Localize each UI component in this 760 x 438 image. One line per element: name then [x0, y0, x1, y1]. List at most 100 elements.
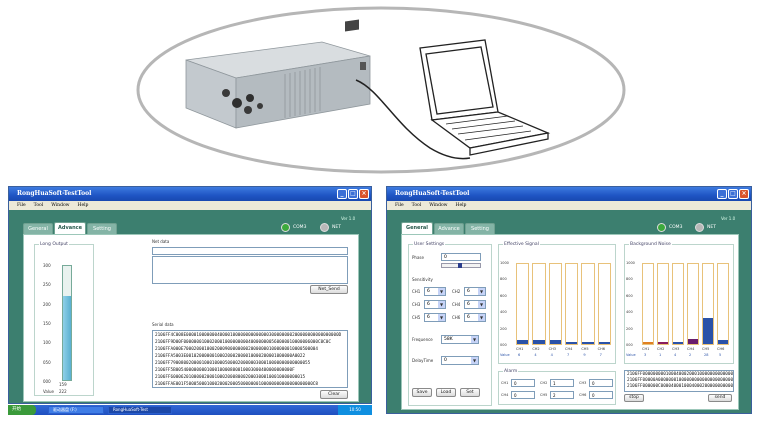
gauge-tick-label: 300: [43, 263, 51, 268]
sensitivity-channel-select[interactable]: 6▼: [424, 287, 446, 296]
net-data-label: Net data: [152, 239, 170, 244]
close-icon[interactable]: ×: [359, 189, 369, 199]
net-status-icon: [320, 223, 329, 232]
stop-button[interactable]: stop: [624, 394, 644, 402]
close-icon[interactable]: ×: [739, 189, 749, 199]
load-button[interactable]: Load: [436, 388, 456, 397]
sensitivity-channel-select[interactable]: 6▼: [424, 313, 446, 322]
delay-time-select[interactable]: 0▼: [441, 356, 479, 365]
sensitivity-channel-select[interactable]: 6▼: [424, 300, 446, 309]
sensitivity-channel-select[interactable]: 6▼: [464, 313, 486, 322]
set-button[interactable]: Set: [460, 388, 480, 397]
maximize-icon[interactable]: □: [728, 189, 738, 199]
chevron-down-icon: ▼: [438, 314, 445, 321]
bar-channel-label: CH4: [687, 347, 695, 351]
tab-general[interactable]: General: [401, 222, 433, 234]
alarm-channel-value: 0: [514, 393, 517, 398]
start-button[interactable]: 开始: [8, 405, 36, 415]
menu-help[interactable]: Help: [77, 203, 89, 208]
net-status-badge: NET: [695, 223, 716, 232]
sensitivity-label: Sensitivity: [412, 277, 433, 282]
alarm-channel-label: CH2: [540, 381, 548, 385]
bar-column-track: [642, 263, 654, 345]
alarm-channel-value: 0: [592, 393, 595, 398]
com-status-badge: COM3: [281, 223, 306, 232]
gauge-current-tick: 159: [59, 382, 67, 387]
minimize-icon[interactable]: _: [717, 189, 727, 199]
bar-channel-label: CH1: [516, 347, 524, 351]
menu-tool[interactable]: Tool: [33, 203, 44, 208]
net-status-badge: NET: [320, 223, 341, 232]
phase-slider[interactable]: [441, 263, 481, 268]
right-menubar: File Tool Window Help: [387, 201, 751, 210]
maximize-icon[interactable]: □: [348, 189, 358, 199]
tab-advance[interactable]: Advance: [54, 222, 86, 234]
noise-data-area[interactable]: 2106FF0000000001000400020001000000000000…: [624, 370, 734, 392]
phase-input[interactable]: 0: [441, 253, 481, 261]
taskbar-item-app[interactable]: RongHuaSoft-Test: [108, 406, 172, 414]
menu-help[interactable]: Help: [455, 203, 467, 208]
gauge-tick-label: 200: [43, 301, 51, 307]
bar-column-track: [548, 263, 562, 345]
bar-channel-label: CH2: [532, 347, 540, 351]
serial-data-line: 2106FF5B00540000000010001000080001000300…: [155, 368, 295, 373]
bar-axis-label: 000: [500, 343, 507, 347]
menu-file[interactable]: File: [395, 203, 404, 208]
alarm-channel-label: CH3: [579, 381, 587, 385]
sensitivity-channel-select[interactable]: 6▼: [464, 300, 486, 309]
alarm-channel-field[interactable]: 0: [589, 379, 613, 387]
send-button[interactable]: send: [708, 394, 732, 402]
user-settings-title: User Settings: [413, 242, 446, 247]
menu-window[interactable]: Window: [429, 203, 448, 208]
menu-tool[interactable]: Tool: [411, 203, 422, 208]
alarm-channel-field[interactable]: 1: [550, 379, 574, 387]
tab-general[interactable]: General: [23, 223, 53, 234]
bar-value-label: 2: [689, 353, 692, 357]
tab-setting[interactable]: Setting: [87, 223, 117, 234]
tab-advance[interactable]: Advance: [434, 223, 464, 234]
bar-value-fill: [673, 341, 683, 344]
minimize-icon[interactable]: _: [337, 189, 347, 199]
alarm-channel-field[interactable]: 0: [589, 391, 613, 399]
alarm-channel-field[interactable]: 0: [511, 391, 535, 399]
bar-axis-label: 600: [626, 293, 633, 298]
clear-button[interactable]: Clear: [320, 390, 348, 399]
frequency-select[interactable]: 58K▼: [441, 335, 479, 344]
bar-column-track: [687, 263, 699, 345]
bar-value-fill: [533, 340, 545, 344]
sensitivity-channel-select[interactable]: 6▼: [464, 287, 486, 296]
net-send-button[interactable]: Net_Send: [310, 285, 348, 294]
bar-column-track: [702, 263, 714, 345]
phase-label: Phase: [412, 255, 424, 260]
net-data-input[interactable]: [152, 247, 348, 255]
bar-value-label: 7: [599, 353, 602, 357]
gauge-tick-label: 000: [43, 379, 51, 384]
phase-slider-thumb[interactable]: [458, 263, 462, 268]
alarm-channel-field[interactable]: 0: [511, 379, 535, 387]
net-data-area[interactable]: [152, 256, 348, 284]
bar-column-track: [516, 263, 530, 345]
gauge-tick-label: 100: [43, 340, 51, 346]
serial-data-area[interactable]: 2106FF4C008E0000100000004000010000000000…: [152, 330, 348, 388]
taskbar-item-drive[interactable]: 驱动器盘 (F:): [48, 406, 104, 414]
tab-setting[interactable]: Setting: [465, 223, 495, 234]
save-button[interactable]: Save: [412, 388, 432, 397]
menu-file[interactable]: File: [17, 203, 26, 208]
alarm-channel-field[interactable]: 2: [550, 391, 574, 399]
alarm-channel-value: 0: [592, 381, 595, 386]
sensitivity-channel-label: CH5: [412, 315, 421, 320]
serial-data-line: 2106FFA000E70002000100020009000000002000…: [155, 347, 318, 352]
bar-channel-label: CH3: [548, 347, 556, 351]
noise-data-line: 2106FF000000C000040001000400020000000000…: [627, 384, 734, 389]
serial-data-line: 2106FF9D00F00000001000200010000000004000…: [155, 340, 331, 345]
menu-window[interactable]: Window: [51, 203, 70, 208]
alarm-channel-value: 0: [514, 381, 517, 386]
taskbar-clock: 10:50: [338, 405, 372, 415]
sensitivity-channel-label: CH1: [412, 289, 421, 294]
